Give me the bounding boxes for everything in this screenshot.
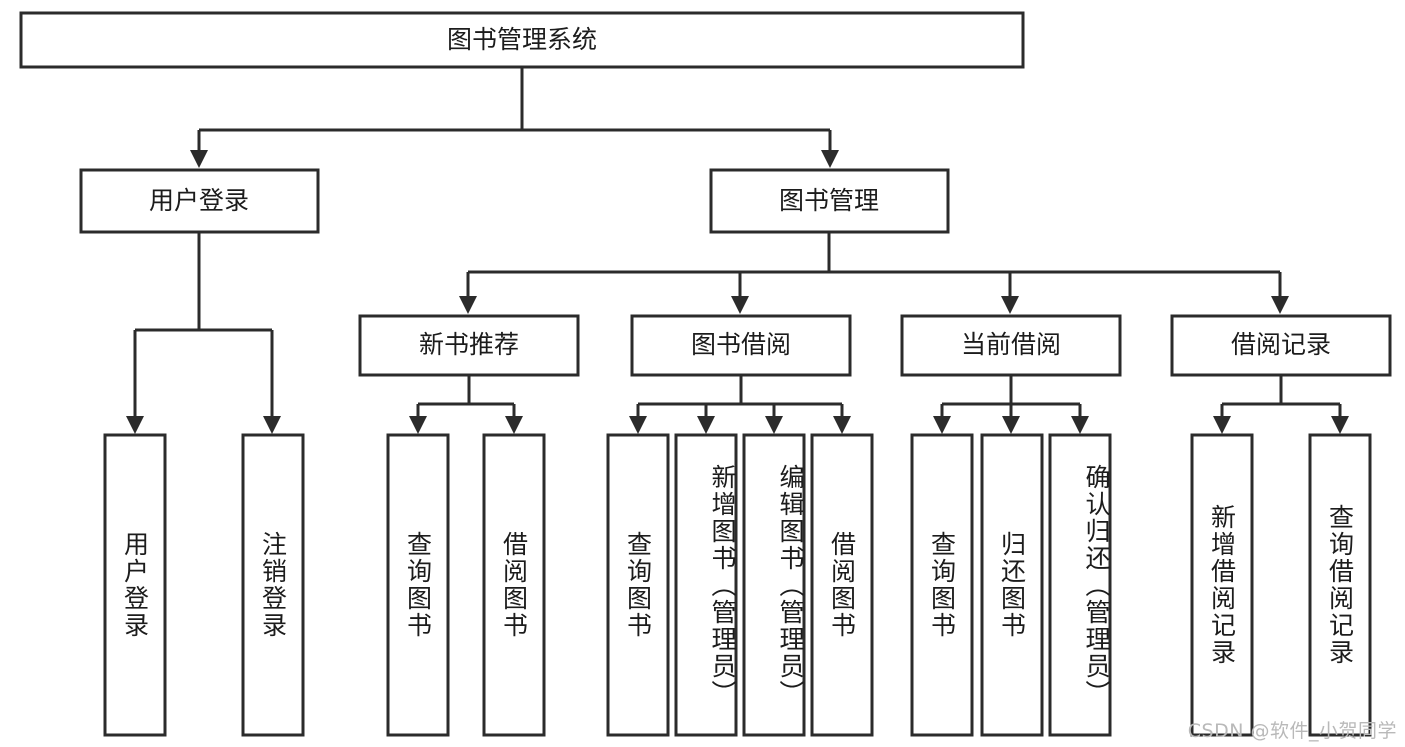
arrow-to-leaf-user-login — [126, 416, 144, 434]
arrow-to-leaf-confirm-return-admin — [1071, 416, 1089, 434]
leaf-box-query-borrow-record[interactable] — [1308, 433, 1372, 737]
arrow-to-leaf-add-book-admin — [697, 416, 715, 434]
node-user-login[interactable]: 用户登录 — [79, 168, 320, 234]
node-root-label: 图书管理系统 — [447, 25, 597, 54]
leaf-box-query-book-current[interactable] — [910, 433, 974, 737]
node-user-login-label: 用户登录 — [149, 186, 249, 215]
arrow-to-book-management — [821, 150, 839, 168]
arrow-to-current-borrow — [1001, 296, 1019, 314]
node-borrow-record-label: 借阅记录 — [1231, 330, 1331, 359]
edge-current-borrow-to-leaves — [933, 375, 1089, 434]
edge-book-borrow-to-leaves — [629, 375, 851, 434]
node-book-management[interactable]: 图书管理 — [709, 168, 950, 234]
arrow-to-leaf-query-book-borrow — [629, 416, 647, 434]
arrow-to-leaf-edit-book-admin — [765, 416, 783, 434]
node-new-book-recommend[interactable]: 新书推荐 — [358, 314, 580, 377]
arrow-to-user-login — [190, 150, 208, 168]
node-new-book-recommend-label: 新书推荐 — [419, 330, 519, 359]
arrow-to-leaf-query-book-recommend — [409, 416, 427, 434]
node-book-management-label: 图书管理 — [779, 186, 879, 215]
leaf-box-query-book-recommend[interactable] — [386, 433, 450, 737]
node-current-borrow[interactable]: 当前借阅 — [900, 314, 1122, 377]
arrow-to-new-book-recommend — [459, 296, 477, 314]
leaf-box-user-login[interactable] — [103, 433, 167, 737]
csdn-watermark: CSDN @软件_小贺同学 — [1187, 720, 1397, 742]
arrow-to-leaf-borrow-book — [833, 416, 851, 434]
arrow-to-leaf-user-logout — [263, 416, 281, 434]
node-book-borrow-label: 图书借阅 — [691, 330, 791, 359]
node-root[interactable]: 图书管理系统 — [19, 11, 1025, 69]
arrow-to-borrow-record — [1271, 296, 1289, 314]
edge-borrow-record-to-leaves — [1213, 375, 1349, 434]
leaf-box-edit-book-admin[interactable] — [742, 433, 806, 737]
leaf-box-borrow-book[interactable] — [810, 433, 874, 737]
leaf-box-borrow-book-recommend[interactable] — [482, 433, 546, 737]
edge-book-management-to-level3 — [459, 232, 1289, 314]
leaf-box-query-book-borrow[interactable] — [606, 433, 670, 737]
edge-root-to-level2 — [190, 67, 839, 168]
leaf-box-return-book[interactable] — [980, 433, 1044, 737]
arrow-to-leaf-query-book-current — [933, 416, 951, 434]
leaf-box-user-logout[interactable] — [241, 433, 305, 737]
arrow-to-leaf-return-book — [1002, 416, 1020, 434]
arrow-to-leaf-query-borrow-record — [1331, 416, 1349, 434]
leaf-box-confirm-return-admin[interactable] — [1048, 433, 1112, 737]
leaf-boxes — [103, 433, 1372, 737]
leaf-box-add-borrow-record[interactable] — [1190, 433, 1254, 737]
node-current-borrow-label: 当前借阅 — [961, 330, 1061, 359]
arrow-to-leaf-borrow-book-recommend — [505, 416, 523, 434]
arrow-to-leaf-add-borrow-record — [1213, 416, 1231, 434]
node-book-borrow[interactable]: 图书借阅 — [630, 314, 852, 377]
edge-new-book-recommend-to-leaves — [409, 375, 523, 434]
leaf-box-add-book-admin[interactable] — [674, 433, 738, 737]
arrow-to-book-borrow — [731, 296, 749, 314]
node-borrow-record[interactable]: 借阅记录 — [1170, 314, 1392, 377]
edge-user-login-to-leaves — [126, 232, 281, 434]
